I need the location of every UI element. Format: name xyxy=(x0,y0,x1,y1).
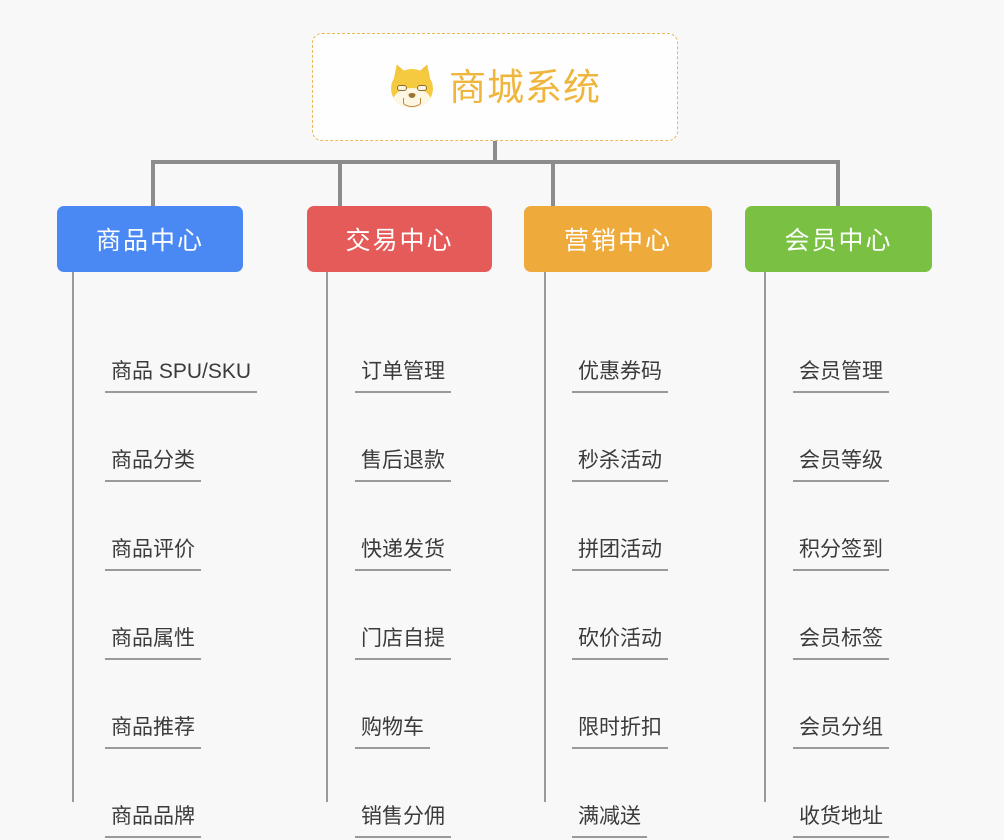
list-item[interactable]: 砍价活动 xyxy=(524,571,734,660)
list-item[interactable]: 优惠券码 xyxy=(524,304,734,393)
category-header-member[interactable]: 会员中心 xyxy=(745,206,932,272)
list-item[interactable]: 会员分组 xyxy=(745,660,955,749)
leaf-label: 会员管理 xyxy=(793,361,889,393)
list-item[interactable]: 收货地址 xyxy=(745,749,955,838)
leaf-label: 购物车 xyxy=(355,717,430,749)
list-item[interactable]: 商品属性 xyxy=(57,571,317,660)
connector-drop-category-2 xyxy=(551,160,555,206)
list-item[interactable]: 快递发货 xyxy=(307,482,517,571)
connector-drop-category-0 xyxy=(151,160,155,206)
list-item[interactable]: 商品推荐 xyxy=(57,660,317,749)
leaf-label: 限时折扣 xyxy=(572,717,668,749)
list-item[interactable]: 满减送 xyxy=(524,749,734,838)
leaf-label: 售后退款 xyxy=(355,450,451,482)
list-item[interactable]: 门店自提 xyxy=(307,571,517,660)
leaf-label: 砍价活动 xyxy=(572,628,668,660)
list-item[interactable]: 商品评价 xyxy=(57,482,317,571)
leaf-label: 商品品牌 xyxy=(105,806,201,838)
leaf-label: 满减送 xyxy=(572,806,647,838)
shiba-dog-icon xyxy=(389,61,435,110)
list-item[interactable]: 积分签到 xyxy=(745,482,955,571)
connector-horizontal-bus xyxy=(151,160,840,164)
list-item[interactable]: 商品 SPU/SKU xyxy=(57,304,317,393)
root-node-shop-system[interactable]: 商城系统 xyxy=(312,33,678,141)
leaf-label: 订单管理 xyxy=(355,361,451,393)
category-column-member: 会员中心 会员管理 会员等级 积分签到 会员标签 会员分组 收货地址 xyxy=(745,206,955,838)
list-item[interactable]: 购物车 xyxy=(307,660,517,749)
category-header-trade[interactable]: 交易中心 xyxy=(307,206,492,272)
category-header-label: 商品中心 xyxy=(95,227,204,255)
leaf-label: 销售分佣 xyxy=(355,806,451,838)
leaf-label: 收货地址 xyxy=(793,806,889,838)
category-header-label: 营销中心 xyxy=(563,227,672,255)
list-item[interactable]: 售后退款 xyxy=(307,393,517,482)
list-item[interactable]: 会员管理 xyxy=(745,304,955,393)
leaf-label: 商品属性 xyxy=(105,628,201,660)
category-header-label: 交易中心 xyxy=(345,227,454,255)
category-header-label: 会员中心 xyxy=(784,227,893,255)
connector-root-stem xyxy=(493,141,497,162)
list-item[interactable]: 拼团活动 xyxy=(524,482,734,571)
list-item[interactable]: 商品分类 xyxy=(57,393,317,482)
list-item[interactable]: 销售分佣 xyxy=(307,749,517,838)
leaf-label: 优惠券码 xyxy=(572,361,668,393)
list-item[interactable]: 会员标签 xyxy=(745,571,955,660)
leaf-list-marketing: 优惠券码 秒杀活动 拼团活动 砍价活动 限时折扣 满减送 xyxy=(524,272,734,838)
leaf-label: 商品 SPU/SKU xyxy=(105,361,258,393)
leaf-label: 秒杀活动 xyxy=(572,450,668,482)
list-item[interactable]: 限时折扣 xyxy=(524,660,734,749)
list-item[interactable]: 会员等级 xyxy=(745,393,955,482)
list-item[interactable]: 订单管理 xyxy=(307,304,517,393)
leaf-label: 会员等级 xyxy=(793,450,889,482)
connector-drop-category-1 xyxy=(338,160,342,206)
category-column-marketing: 营销中心 优惠券码 秒杀活动 拼团活动 砍价活动 限时折扣 满减送 xyxy=(524,206,734,838)
root-title: 商城系统 xyxy=(449,66,601,108)
leaf-list-member: 会员管理 会员等级 积分签到 会员标签 会员分组 收货地址 xyxy=(745,272,955,838)
category-column-trade: 交易中心 订单管理 售后退款 快递发货 门店自提 购物车 销售分佣 xyxy=(307,206,517,838)
leaf-label: 会员标签 xyxy=(793,628,889,660)
connector-drop-category-3 xyxy=(836,160,840,206)
category-column-product: 商品中心 商品 SPU/SKU 商品分类 商品评价 商品属性 商品推荐 商品品牌 xyxy=(57,206,317,838)
leaf-label: 商品评价 xyxy=(105,539,201,571)
category-header-product[interactable]: 商品中心 xyxy=(57,206,243,272)
leaf-label: 门店自提 xyxy=(355,628,451,660)
leaf-label: 快递发货 xyxy=(355,539,451,571)
leaf-label: 商品分类 xyxy=(105,450,201,482)
category-header-marketing[interactable]: 营销中心 xyxy=(524,206,712,272)
leaf-label: 商品推荐 xyxy=(105,717,201,749)
leaf-label: 会员分组 xyxy=(793,717,889,749)
list-item[interactable]: 商品品牌 xyxy=(57,749,317,838)
leaf-label: 拼团活动 xyxy=(572,539,668,571)
leaf-list-trade: 订单管理 售后退款 快递发货 门店自提 购物车 销售分佣 xyxy=(307,272,517,838)
leaf-label: 积分签到 xyxy=(793,539,889,571)
leaf-list-product: 商品 SPU/SKU 商品分类 商品评价 商品属性 商品推荐 商品品牌 xyxy=(57,272,317,838)
list-item[interactable]: 秒杀活动 xyxy=(524,393,734,482)
